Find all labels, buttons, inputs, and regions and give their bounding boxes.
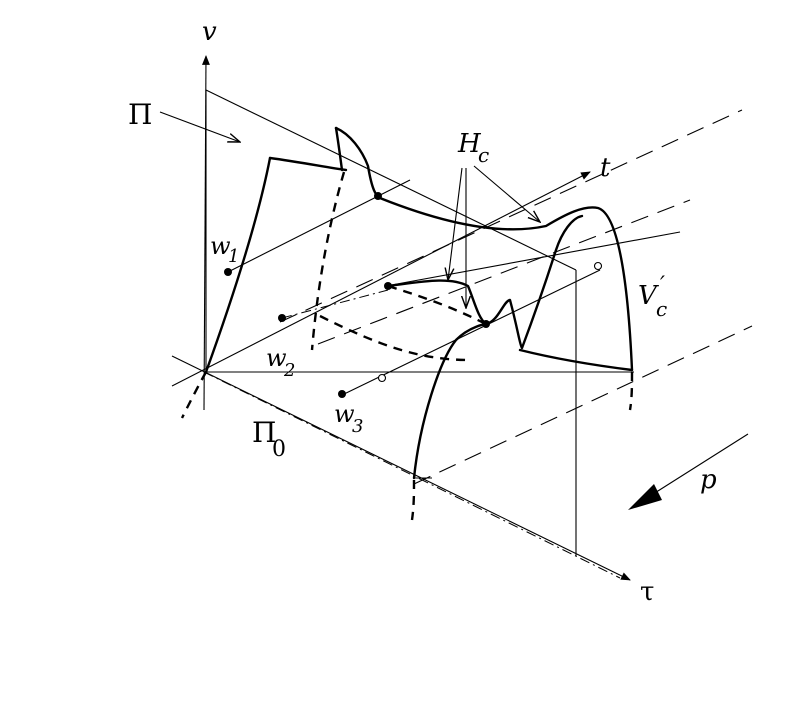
lower-curve xyxy=(518,348,634,372)
guide-lines xyxy=(227,109,753,485)
label-w2-sub: 2 xyxy=(283,360,295,381)
fold-vertical xyxy=(334,126,344,172)
label-vc-sub: c xyxy=(656,297,667,321)
top-left-ridge xyxy=(268,156,348,172)
plane-pi xyxy=(205,89,577,556)
p-arrow xyxy=(628,433,749,510)
point-w1 xyxy=(224,268,232,276)
inner-curve xyxy=(386,214,584,350)
t-axis xyxy=(171,171,591,387)
front-curve xyxy=(412,322,488,480)
label-w3-sub: 3 xyxy=(352,416,363,437)
point-open-1 xyxy=(377,373,387,383)
label-pi0: Π xyxy=(252,416,276,449)
labels: v t τ Π Π 0 H c V c ′ p w 1 w 2 w 3 xyxy=(128,17,717,607)
label-vc: V xyxy=(638,281,659,311)
points xyxy=(224,192,603,398)
label-tau: τ xyxy=(640,577,654,607)
point-inner-start xyxy=(384,282,392,290)
hc-arrows xyxy=(448,165,540,308)
label-pi0-sub: 0 xyxy=(272,437,286,462)
hidden-curves xyxy=(180,171,634,521)
label-vc-prime: ′ xyxy=(660,273,665,298)
label-pi: Π xyxy=(128,98,152,131)
label-w1-sub: 1 xyxy=(228,246,239,267)
label-w1: w xyxy=(210,232,231,260)
point-open-2 xyxy=(593,261,603,271)
plane-pi0 xyxy=(204,371,634,479)
label-v: v xyxy=(202,17,217,47)
surface-vc xyxy=(204,126,634,480)
left-edge-curve xyxy=(204,156,272,374)
pi-arrow xyxy=(159,111,240,142)
point-ridge xyxy=(374,192,382,200)
fold-top xyxy=(334,126,634,372)
label-hc-sub: c xyxy=(478,143,489,167)
point-inner-fold xyxy=(482,320,490,328)
tau-axis xyxy=(171,355,631,581)
point-w3 xyxy=(338,390,346,398)
label-w2: w xyxy=(266,344,287,372)
tau-axis-extension xyxy=(203,371,621,579)
label-w3: w xyxy=(334,400,355,428)
label-hc: H xyxy=(457,129,482,159)
axes xyxy=(171,55,631,581)
point-w2 xyxy=(278,314,286,322)
label-p: p xyxy=(700,465,717,495)
label-t: t xyxy=(600,153,611,183)
